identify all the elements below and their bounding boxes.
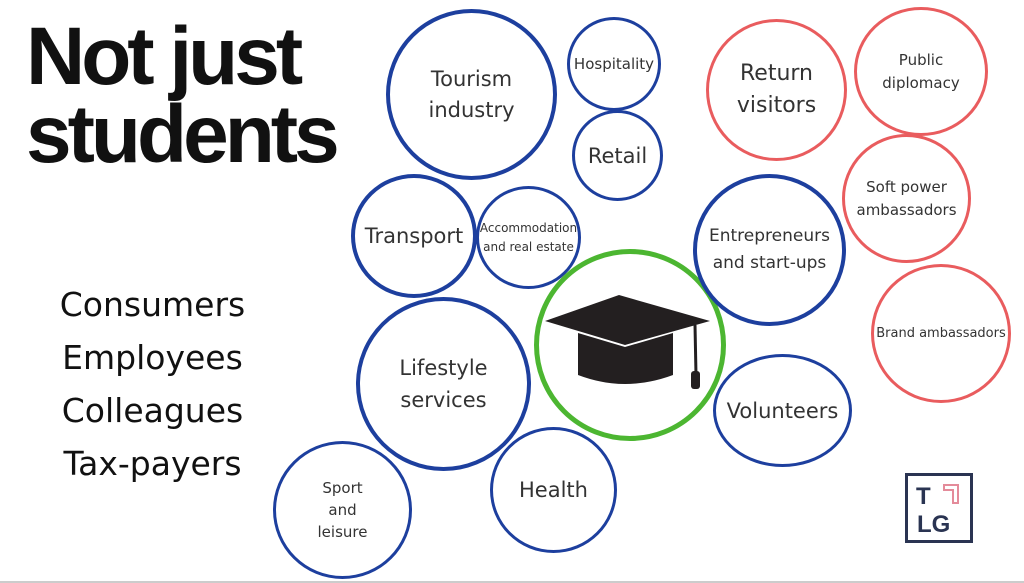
role-item: Employees	[62, 338, 243, 377]
graduation-cap-icon	[545, 295, 710, 389]
roles-list: Consumers Employees Colleagues Tax-payer…	[30, 278, 275, 490]
circle-retail: Retail	[572, 110, 663, 201]
circle-transport: Transport	[351, 174, 477, 298]
circle-sport-leisure: Sport and leisure	[273, 441, 412, 579]
tlg-logo: T LG	[905, 473, 973, 543]
bottom-divider	[0, 581, 1024, 583]
circle-volunteers: Volunteers	[713, 354, 852, 467]
svg-text:LG: LG	[917, 511, 950, 538]
title-line-2: students	[26, 89, 340, 180]
role-item: Consumers	[59, 285, 246, 324]
circle-public-diplomacy: Public diplomacy	[854, 7, 988, 136]
title-line-1: Not just	[26, 11, 303, 102]
circle-accommodation: Accommodation and real estate	[476, 186, 581, 289]
role-item: Tax-payers	[63, 444, 242, 483]
circle-return-visitors: Return visitors	[706, 19, 847, 161]
circle-brand-ambassadors: Brand ambassadors	[871, 264, 1011, 403]
circle-soft-power: Soft power ambassadors	[842, 134, 971, 263]
circle-lifestyle-services: Lifestyle services	[356, 297, 531, 471]
role-item: Colleagues	[61, 391, 244, 430]
circle-tourism-industry: Tourism industry	[386, 9, 557, 180]
page-title: Not just students	[26, 11, 340, 180]
svg-text:T: T	[916, 483, 931, 510]
circle-entrepreneurs: Entrepreneurs and start-ups	[693, 174, 846, 326]
circle-health: Health	[490, 427, 617, 553]
circle-hospitality: Hospitality	[567, 17, 661, 111]
circle-students	[534, 249, 726, 441]
